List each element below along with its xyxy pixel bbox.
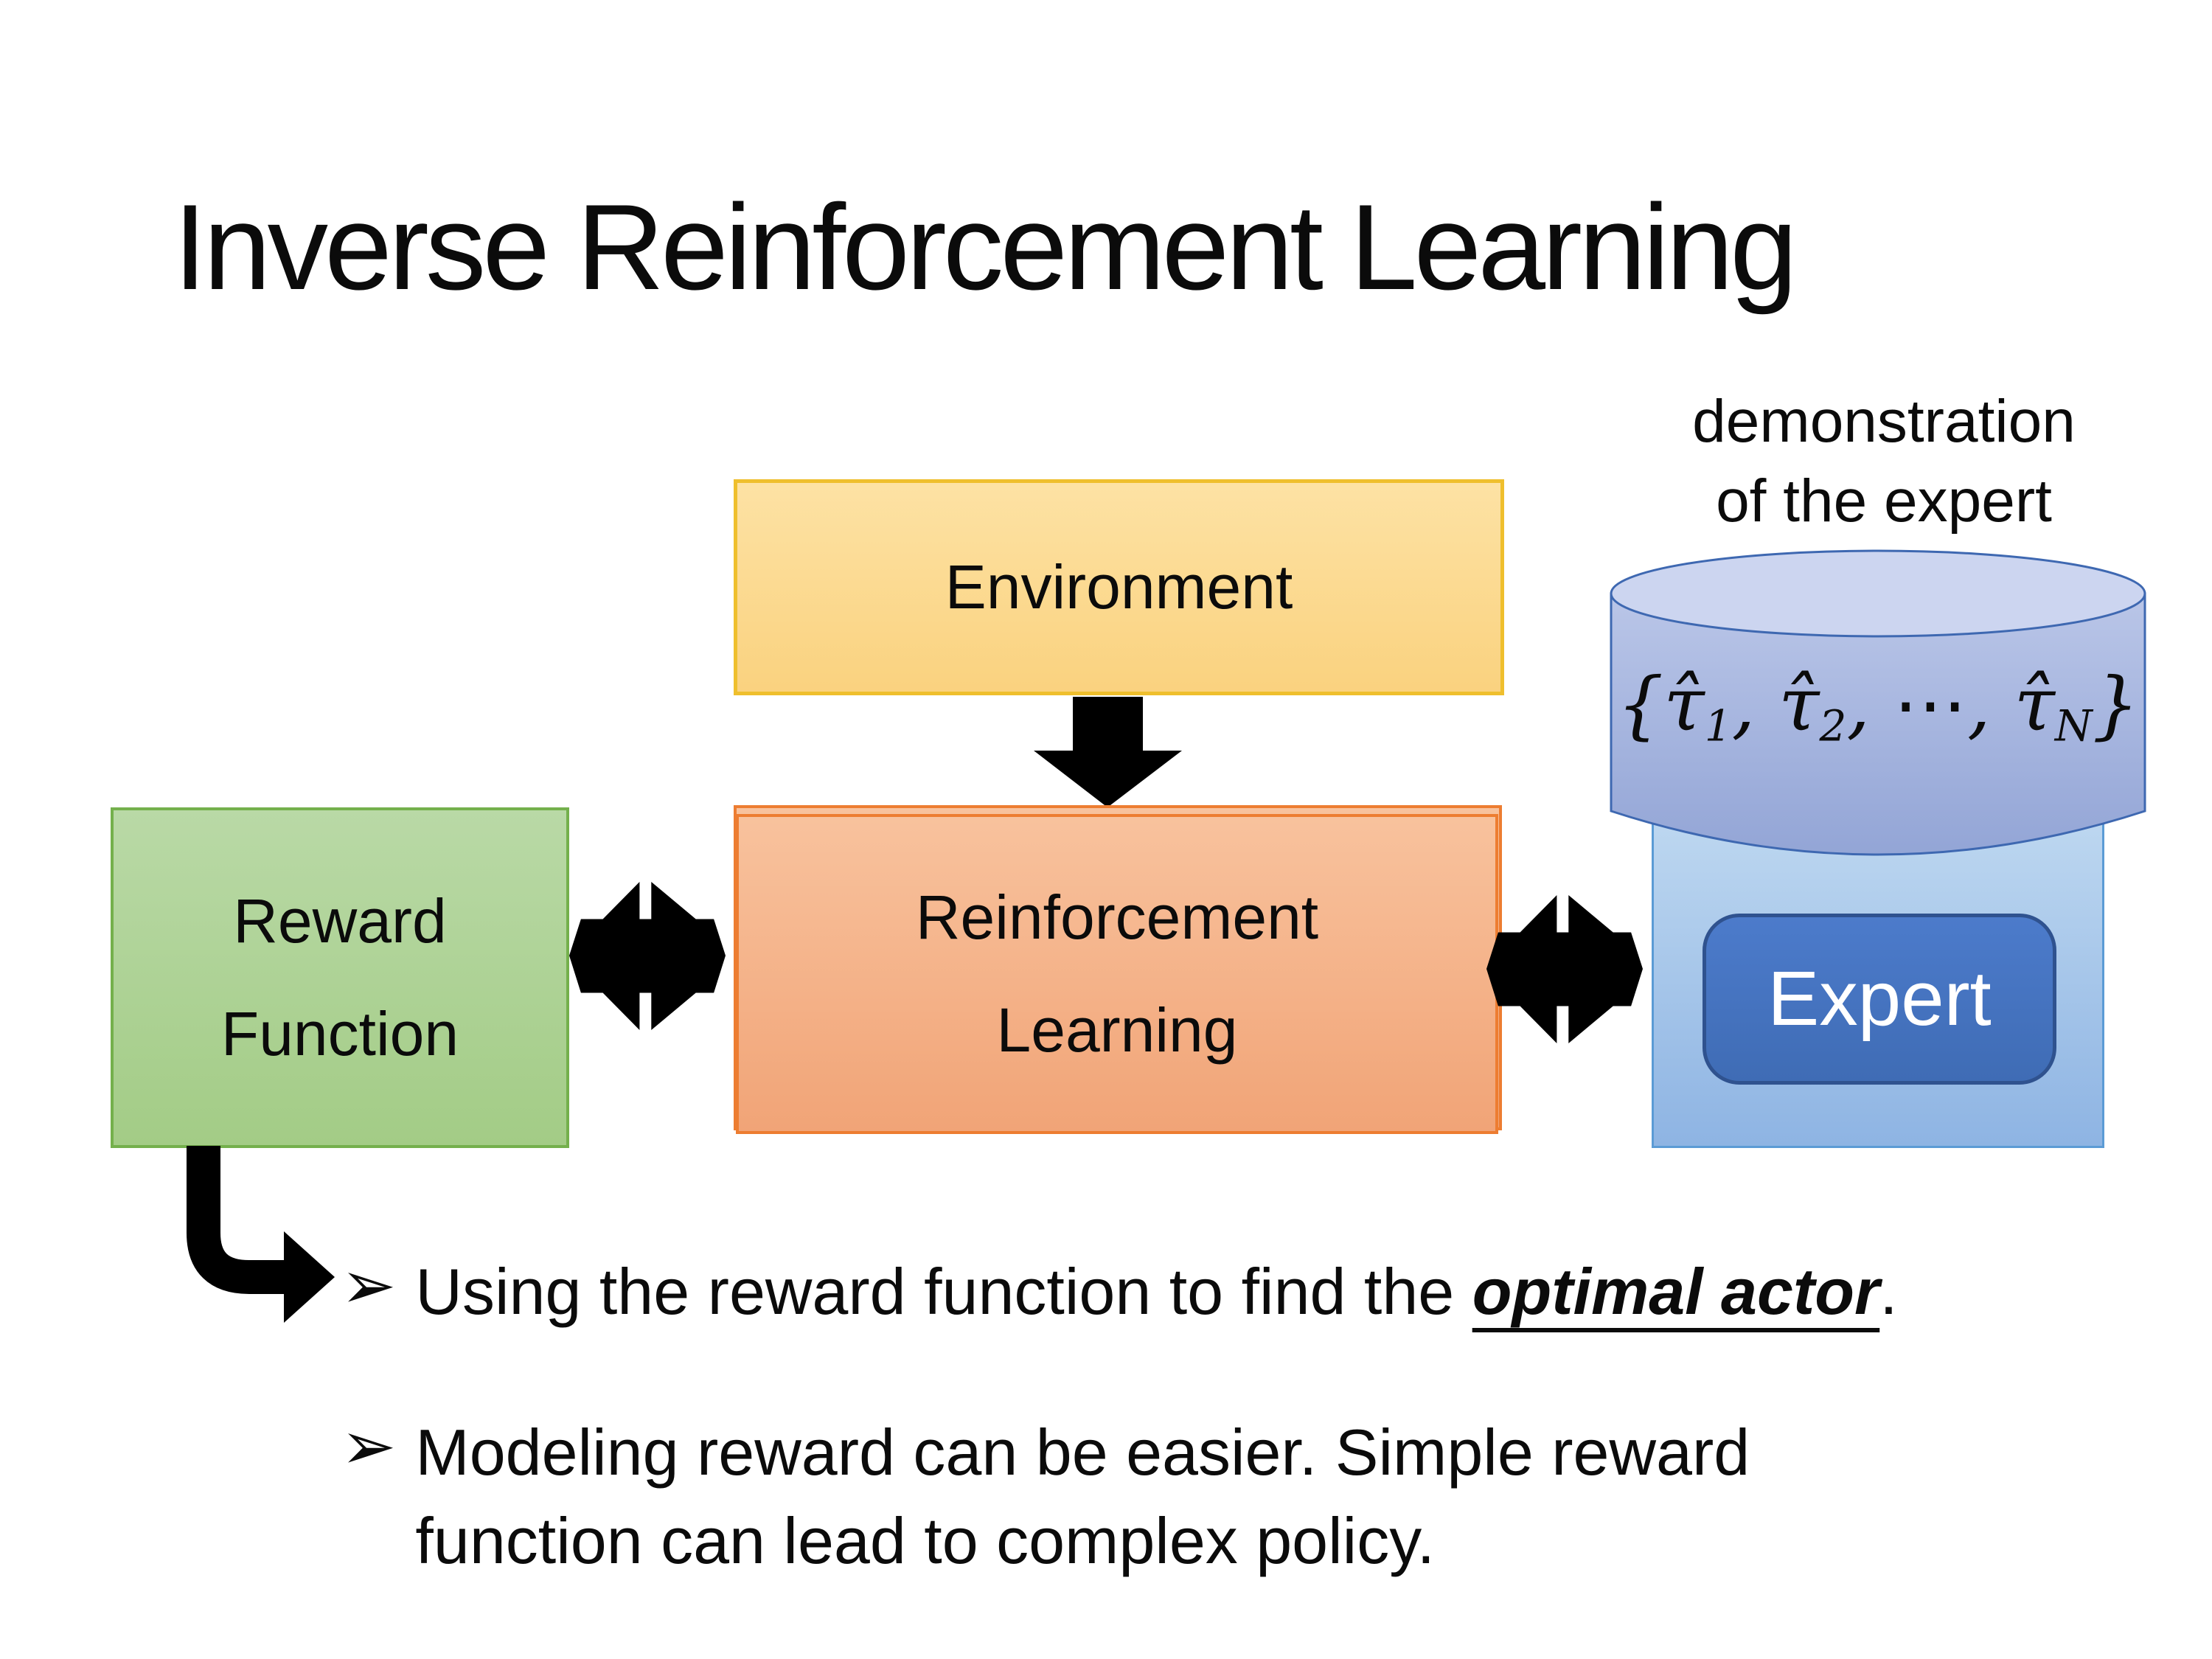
formula-open-brace: { bbox=[1616, 661, 1664, 748]
cylinder-top bbox=[1610, 549, 2146, 638]
formula-sub-n: N bbox=[2054, 700, 2093, 751]
formula-sep-1: , bbox=[1731, 661, 1779, 748]
bent-arrow-icon bbox=[187, 1146, 335, 1323]
reward-function-label-line1: Reward bbox=[233, 886, 447, 956]
formula-sep-2: , bbox=[1846, 661, 1893, 748]
bullet-item-1: ➢ Using the reward function to find the … bbox=[341, 1248, 2147, 1336]
bullet-2-line2: function can lead to complex policy. bbox=[415, 1503, 1436, 1577]
down-arrow-icon bbox=[1034, 697, 1182, 807]
expert-label: Expert bbox=[1767, 956, 1992, 1042]
double-arrow-right-icon bbox=[1486, 895, 1643, 1043]
reinforcement-learning-label-line1: Reinforcement bbox=[915, 883, 1319, 953]
cylinder-body bbox=[1610, 592, 2146, 856]
demonstration-label-line1: demonstration bbox=[1692, 388, 2076, 455]
reinforcement-learning-label-line2: Learning bbox=[996, 995, 1238, 1065]
bullet-1-prefix: Using the reward function to find the bbox=[415, 1255, 1472, 1328]
reward-function-box: Reward Function bbox=[111, 807, 569, 1148]
bullet-marker-icon: ➢ bbox=[341, 1247, 397, 1324]
formula-tau-2: τ̂ bbox=[1778, 661, 1820, 748]
double-arrow-left-icon bbox=[569, 882, 726, 1030]
environment-box: Environment bbox=[734, 479, 1504, 695]
page-title: Inverse Reinforcement Learning bbox=[173, 179, 1798, 315]
demonstration-label: demonstration of the expert bbox=[1585, 382, 2183, 541]
bullet-item-2: ➢ Modeling reward can be easier. Simple … bbox=[341, 1408, 2037, 1585]
bullet-2-line1: Modeling reward can be easier. Simple re… bbox=[415, 1416, 1750, 1489]
formula-sep-3: , bbox=[1966, 661, 2014, 748]
bullet-2-text: Modeling reward can be easier. Simple re… bbox=[415, 1408, 1750, 1585]
trajectory-set-formula: {τ̂1, τ̂2, ⋯, τ̂N} bbox=[1609, 661, 2147, 748]
formula-close-brace: } bbox=[2092, 661, 2140, 748]
bullet-1-text: Using the reward function to find the op… bbox=[415, 1248, 1897, 1336]
formula-dots: ⋯ bbox=[1893, 661, 1967, 748]
environment-label: Environment bbox=[945, 552, 1293, 622]
bullet-marker-icon: ➢ bbox=[341, 1408, 397, 1485]
expert-panel: Expert bbox=[1652, 818, 2104, 1148]
formula-tau-n: τ̂ bbox=[2014, 661, 2055, 748]
reinforcement-learning-box: Reinforcement Learning bbox=[736, 814, 1498, 1134]
bullet-1-suffix: . bbox=[1879, 1255, 1898, 1328]
formula-sub-1: 1 bbox=[1704, 700, 1732, 751]
database-cylinder-icon bbox=[1610, 549, 2146, 856]
reward-function-label-line2: Function bbox=[220, 999, 459, 1068]
formula-sub-2: 2 bbox=[1819, 700, 1847, 751]
bullet-1-emphasis: optimal actor bbox=[1472, 1255, 1880, 1328]
expert-box: Expert bbox=[1703, 914, 2056, 1085]
formula-tau-1: τ̂ bbox=[1663, 661, 1705, 748]
demonstration-label-line2: of the expert bbox=[1716, 467, 2052, 535]
